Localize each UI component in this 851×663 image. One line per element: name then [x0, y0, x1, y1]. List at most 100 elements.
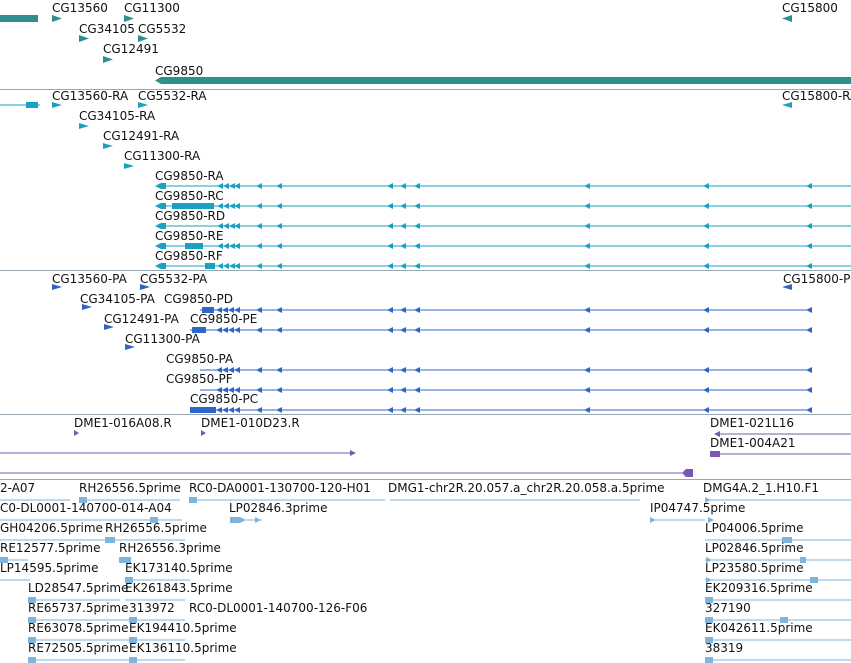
- protein-feature[interactable]: [82, 304, 92, 310]
- protein-label: CG9850-PC: [190, 392, 258, 406]
- protein-exon: [400, 407, 406, 413]
- transcript-exon: [414, 183, 420, 189]
- protein-exon: [703, 407, 709, 413]
- protein-exon: [228, 407, 234, 413]
- est-exon[interactable]: [782, 537, 792, 543]
- est-exon[interactable]: [79, 497, 87, 503]
- protein-feature[interactable]: [52, 284, 62, 290]
- gene-feature[interactable]: [155, 77, 851, 84]
- transcript-exon[interactable]: [155, 223, 166, 229]
- est-exon[interactable]: [705, 637, 713, 643]
- est-features: [0, 497, 851, 663]
- transcript-feature[interactable]: [52, 102, 62, 108]
- protein-exon: [276, 327, 282, 333]
- est-exon[interactable]: [28, 617, 36, 623]
- est-exon[interactable]: [129, 657, 137, 663]
- est-exon[interactable]: [129, 617, 137, 623]
- protein-exon: [703, 327, 709, 333]
- transcript-feature[interactable]: [782, 102, 792, 108]
- gene-feature[interactable]: [124, 15, 134, 22]
- est-exon[interactable]: [129, 637, 137, 643]
- est-exon[interactable]: [800, 557, 806, 563]
- transcript-exon: [806, 223, 812, 229]
- est-exon[interactable]: [119, 557, 131, 563]
- protein-exon: [414, 367, 420, 373]
- clone-feature[interactable]: [201, 430, 206, 436]
- transcript-exon[interactable]: [155, 183, 166, 189]
- protein-exon: [584, 367, 590, 373]
- transcript-exon[interactable]: [172, 203, 214, 209]
- est-exon[interactable]: [28, 597, 36, 603]
- est-label: LP02846.5prime: [705, 541, 804, 555]
- protein-feature[interactable]: [104, 324, 114, 330]
- protein-label: CG13560-PA: [52, 272, 128, 286]
- clone-feature[interactable]: [710, 451, 720, 457]
- est-exon[interactable]: [780, 617, 788, 623]
- clone-feature[interactable]: [682, 469, 693, 477]
- gene-feature[interactable]: [782, 15, 792, 22]
- transcript-exon: [256, 223, 262, 229]
- protein-label: CG9850-PA: [166, 352, 234, 366]
- protein-exon: [228, 307, 234, 313]
- transcript-exon[interactable]: [155, 263, 166, 269]
- transcript-feature[interactable]: [124, 163, 134, 169]
- est-exon[interactable]: [150, 517, 158, 523]
- est-label: EK136110.5prime: [129, 641, 237, 655]
- transcript-exon[interactable]: [155, 203, 166, 209]
- est-exon[interactable]: [810, 577, 818, 583]
- transcript-label: CG9850-RE: [155, 229, 223, 243]
- transcript-exon[interactable]: [205, 263, 215, 269]
- est-exon[interactable]: [189, 497, 197, 503]
- gene-feature[interactable]: [103, 56, 113, 63]
- transcript-exon: [234, 243, 240, 249]
- protein-exon: [234, 407, 240, 413]
- est-exon[interactable]: [105, 537, 115, 543]
- clone-label: DME1-004A21: [710, 436, 796, 450]
- est-exon[interactable]: [28, 637, 36, 643]
- est-exon[interactable]: [28, 657, 36, 663]
- transcript-exon: [414, 203, 420, 209]
- transcript-exon: [217, 223, 223, 229]
- transcript-exon[interactable]: [185, 243, 203, 249]
- gene-feature[interactable]: [0, 15, 38, 22]
- protein-exon: [806, 407, 812, 413]
- transcript-exon: [217, 263, 223, 269]
- est-label: 38319: [705, 641, 743, 655]
- protein-exon: [806, 367, 812, 373]
- transcript-exon[interactable]: [26, 102, 38, 108]
- protein-feature[interactable]: [140, 284, 150, 290]
- transcript-exon: [703, 223, 709, 229]
- protein-exon[interactable]: [190, 407, 216, 413]
- clone-feature[interactable]: [74, 430, 79, 436]
- est-label: LP14595.5prime: [0, 561, 99, 575]
- transcript-label: CG15800-RA: [782, 89, 851, 103]
- transcript-exon[interactable]: [155, 243, 166, 249]
- gene-feature[interactable]: [138, 35, 148, 42]
- est-label: EK173140.5prime: [125, 561, 233, 575]
- protein-exon[interactable]: [202, 307, 214, 313]
- est-label: RH26556.3prime: [119, 541, 221, 555]
- protein-exon: [228, 387, 234, 393]
- protein-feature[interactable]: [782, 284, 792, 290]
- transcript-feature[interactable]: [79, 123, 89, 129]
- est-exon[interactable]: [0, 557, 8, 563]
- transcript-feature[interactable]: [103, 143, 113, 149]
- est-exon[interactable]: [705, 657, 713, 663]
- protein-exon: [387, 307, 393, 313]
- protein-exon[interactable]: [192, 327, 206, 333]
- est-label: RH26556.5prime: [79, 481, 181, 495]
- gene-feature[interactable]: [52, 15, 62, 22]
- est-exon[interactable]: [230, 517, 240, 523]
- transcript-feature[interactable]: [138, 102, 148, 108]
- gene-label: CG13560: [52, 1, 108, 15]
- est-arrow: [706, 557, 712, 563]
- est-label: 327190: [705, 601, 751, 615]
- protein-exon: [216, 307, 222, 313]
- est-label: LD28547.5prime: [28, 581, 129, 595]
- protein-exon: [414, 407, 420, 413]
- protein-feature[interactable]: [125, 344, 135, 350]
- gene-feature[interactable]: [79, 35, 89, 42]
- transcript-exon: [276, 183, 282, 189]
- est-exon[interactable]: [125, 577, 133, 583]
